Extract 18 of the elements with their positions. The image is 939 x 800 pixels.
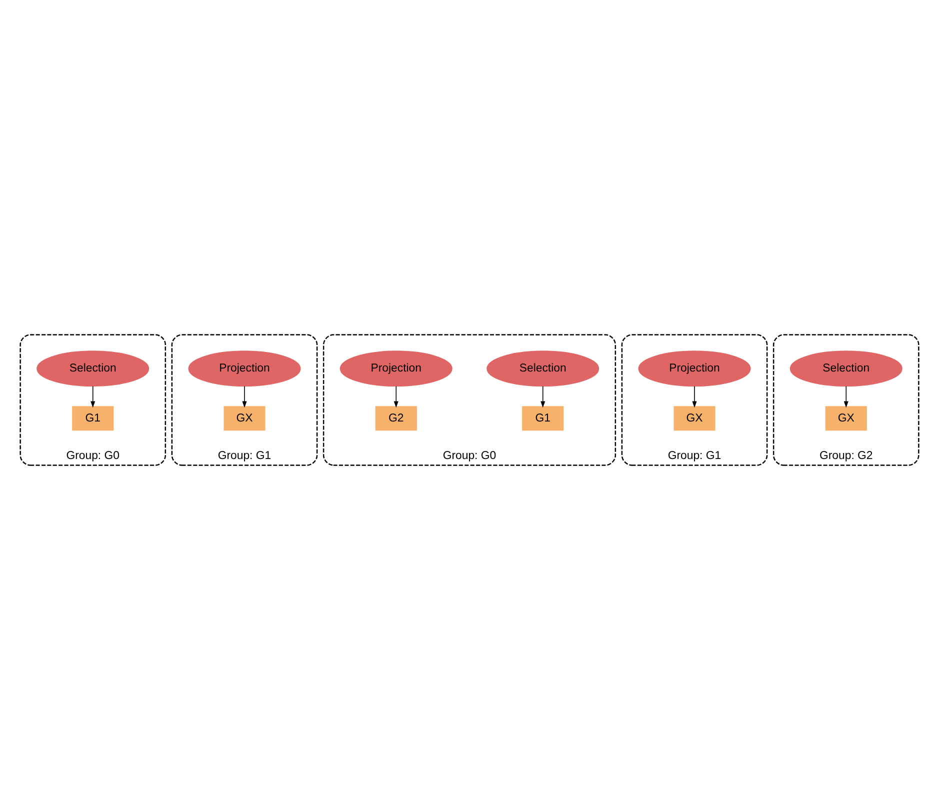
arrow <box>394 386 398 408</box>
node-box: G1 <box>522 406 564 431</box>
node-ellipse: Projection <box>188 350 301 387</box>
node-ellipse: Selection <box>790 350 902 387</box>
node-box: GX <box>224 406 266 431</box>
arrow <box>692 386 697 408</box>
arrow <box>844 386 848 408</box>
node-ellipse: Selection <box>36 350 150 387</box>
arrow <box>242 386 247 408</box>
arrow <box>90 386 96 408</box>
node-ellipse: Projection <box>340 350 452 387</box>
node-box: G2 <box>375 406 417 431</box>
node-ellipse: Selection <box>486 350 600 387</box>
node-box: GX <box>825 406 867 431</box>
arrow <box>540 386 546 408</box>
node-box: G1 <box>72 406 114 431</box>
node-box: GX <box>674 406 716 431</box>
node-ellipse: Projection <box>638 350 751 387</box>
